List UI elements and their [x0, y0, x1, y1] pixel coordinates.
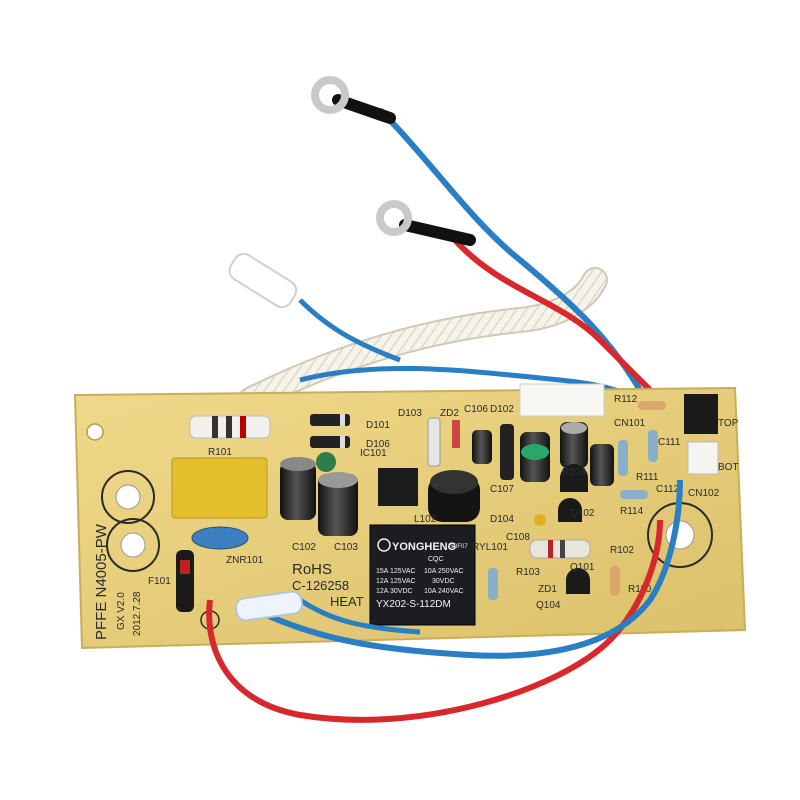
label-top: TOP: [718, 418, 739, 429]
label-board-date: 2012.7.28: [132, 591, 143, 636]
label-r102: R102: [610, 545, 634, 556]
relay-rating-2: 12A 125VAC: [376, 578, 416, 585]
label-cn101: CN101: [614, 418, 646, 429]
relay-rating-1: 15A 125VAC: [376, 568, 416, 575]
label-c103: C103: [334, 542, 358, 553]
label-q104: Q104: [536, 600, 561, 611]
label-d104: D104: [490, 514, 514, 525]
label-ic101: IC101: [360, 448, 387, 459]
silkscreen-labels: R101 D101 D106 D103 ZD2 C106 D102 R112 C…: [93, 394, 739, 640]
label-q102: Q102: [570, 508, 595, 519]
label-rohs: RoHS: [292, 561, 332, 578]
label-l102: L102: [414, 514, 437, 525]
label-c108: C108: [506, 532, 530, 543]
label-r112: R112: [614, 394, 638, 405]
label-r114: R114: [620, 506, 644, 517]
label-ryl101: RYL101: [472, 542, 508, 553]
relay-rating-4: 10A 250VAC: [424, 568, 464, 575]
label-zd2: ZD2: [440, 408, 459, 419]
relay-model: YX202-S-112DM: [376, 599, 451, 610]
relay-brand: YONGHENG: [392, 541, 456, 553]
label-r104: R104: [562, 467, 586, 478]
relay-markings: YONGHENG CQC S8F07 15A 125VAC 12A 125VAC…: [376, 538, 468, 610]
label-c111: C111: [658, 437, 681, 448]
label-board-version: GX V2.0: [116, 592, 127, 630]
label-r110: R110: [628, 584, 652, 595]
label-q101: Q101: [570, 562, 595, 573]
label-znr101: ZNR101: [226, 555, 264, 566]
label-c102: C102: [292, 542, 316, 553]
label-c112: C112: [656, 484, 680, 495]
label-cert: C-126258: [292, 578, 349, 593]
label-r111: R111: [636, 472, 659, 483]
label-d101: D101: [366, 420, 390, 431]
label-c106: C106: [464, 404, 488, 415]
relay-cqc: CQC: [428, 556, 444, 563]
components: [171, 383, 719, 626]
label-bot: BOT: [718, 462, 739, 473]
label-c107: C107: [490, 484, 514, 495]
label-d103: D103: [398, 408, 422, 419]
relay-rating-5: 30VDC: [432, 578, 455, 585]
relay-rating-3: 12A 30VDC: [376, 588, 413, 595]
label-board-model: PFFE N4005-PW: [93, 523, 110, 640]
label-f101: F101: [148, 576, 171, 587]
label-cn102: CN102: [688, 488, 720, 499]
wires-front: [206, 479, 683, 723]
relay-rating-6: 10A 240VAC: [424, 588, 464, 595]
label-heat: HEAT: [330, 594, 364, 609]
label-zd1: ZD1: [538, 584, 557, 595]
wires-back: [228, 76, 658, 413]
label-d106: D106: [366, 439, 390, 450]
label-r103: R103: [516, 567, 540, 578]
label-r101: R101: [208, 447, 232, 458]
label-d102: D102: [490, 404, 514, 415]
relay-code: S8F07: [450, 544, 468, 550]
